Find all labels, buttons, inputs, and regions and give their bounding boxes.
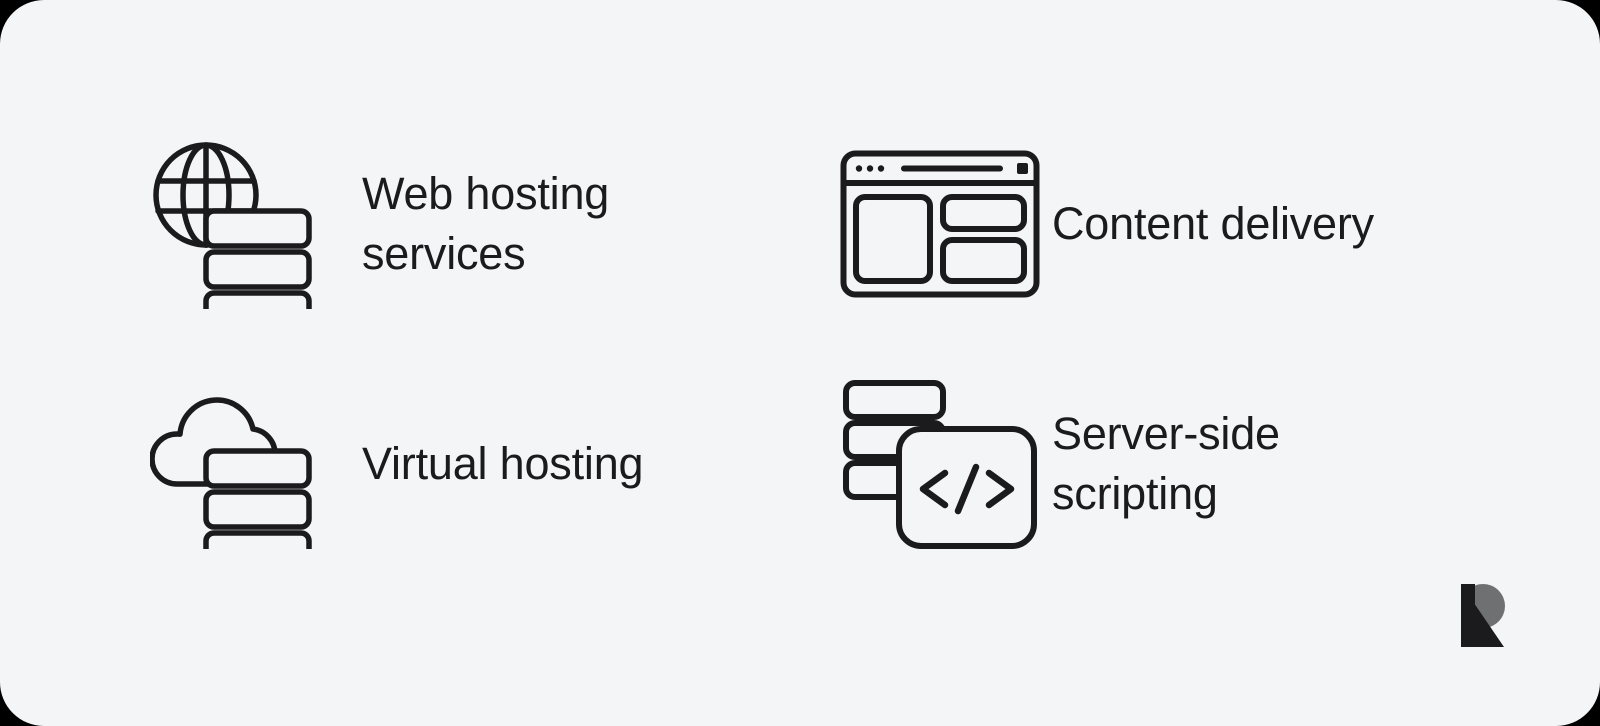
feature-grid: Web hosting services Content deliver	[150, 104, 1470, 584]
brand-logo-r: Stylized letter R brand mark	[1447, 583, 1505, 648]
feature-label-web-hosting-services: Web hosting services	[362, 167, 610, 279]
feature-item-server-side-scripting[interactable]: Server-side scripting	[840, 344, 1470, 584]
feature-item-virtual-hosting[interactable]: Virtual hosting	[150, 344, 780, 584]
browser-window-layout-icon	[840, 129, 1052, 319]
feature-label-virtual-hosting: Virtual hosting	[362, 437, 644, 489]
server-stack-code-icon	[840, 369, 1052, 559]
feature-label-content-delivery: Content delivery	[1052, 197, 1374, 249]
globe-server-stack-icon	[150, 129, 362, 319]
brand-logo-alt: Stylized letter R brand mark	[1505, 583, 1506, 584]
feature-label-server-side-scripting: Server-side scripting	[1052, 407, 1280, 519]
cloud-server-stack-icon	[150, 369, 362, 559]
feature-item-content-delivery[interactable]: Content delivery	[840, 104, 1470, 344]
feature-item-web-hosting-services[interactable]: Web hosting services	[150, 104, 780, 344]
